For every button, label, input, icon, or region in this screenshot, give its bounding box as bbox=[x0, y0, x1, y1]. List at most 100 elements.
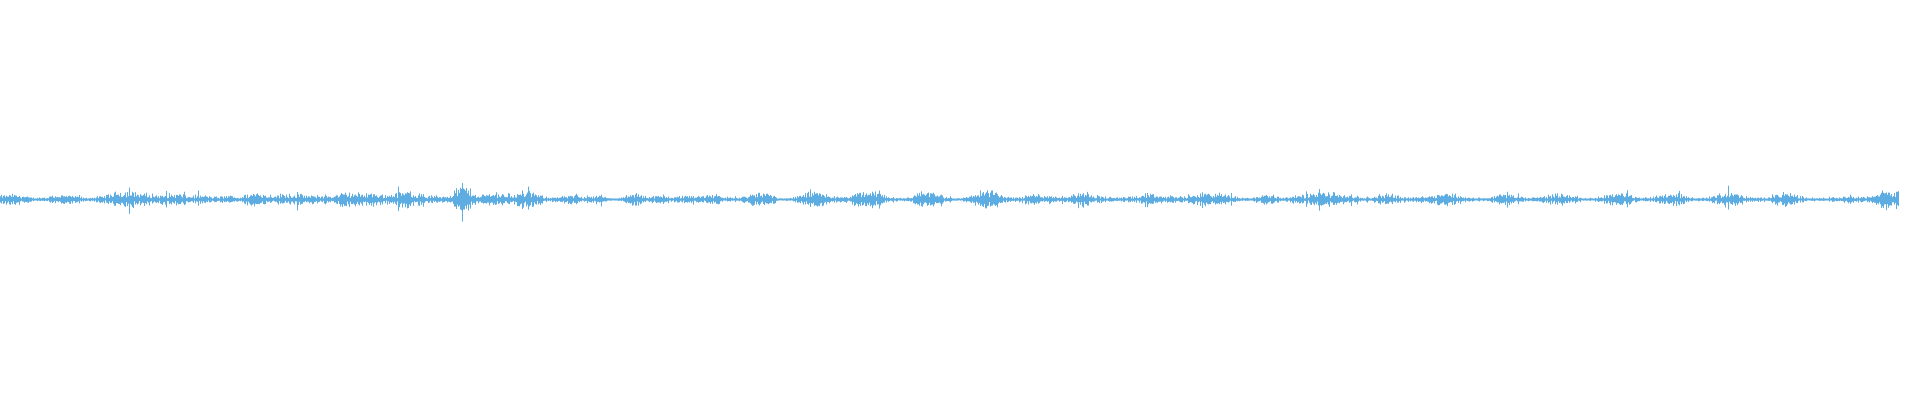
waveform-sample bbox=[1786, 194, 1787, 207]
waveform-sample bbox=[1024, 197, 1025, 201]
waveform-sample bbox=[1165, 196, 1166, 203]
waveform-sample bbox=[358, 192, 359, 205]
waveform-sample bbox=[756, 194, 757, 205]
waveform-sample bbox=[449, 197, 450, 202]
waveform-sample bbox=[525, 196, 526, 202]
waveform-sample bbox=[795, 196, 796, 203]
waveform-sample bbox=[1592, 198, 1593, 201]
waveform-sample bbox=[1738, 195, 1739, 204]
waveform-sample bbox=[1308, 197, 1309, 201]
waveform-sample bbox=[1795, 196, 1796, 202]
waveform-sample bbox=[101, 196, 102, 203]
waveform-sample bbox=[1829, 196, 1830, 202]
waveform-sample bbox=[676, 197, 677, 201]
waveform-sample bbox=[1270, 197, 1271, 202]
waveform-sample bbox=[215, 196, 216, 202]
waveform-sample bbox=[1705, 198, 1706, 201]
waveform-sample bbox=[841, 197, 842, 202]
waveform-sample bbox=[851, 197, 852, 202]
waveform-sample bbox=[155, 196, 156, 203]
waveform-sample bbox=[293, 196, 294, 203]
waveform-sample bbox=[996, 192, 997, 206]
waveform-sample bbox=[33, 197, 34, 202]
waveform-sample bbox=[1177, 198, 1178, 202]
waveform-sample bbox=[727, 196, 728, 202]
waveform-sample bbox=[281, 197, 282, 203]
waveform-sample bbox=[686, 196, 687, 203]
waveform-sample bbox=[1792, 195, 1793, 205]
waveform-sample bbox=[54, 197, 55, 201]
waveform-sample bbox=[688, 197, 689, 202]
waveform-sample bbox=[1166, 198, 1167, 201]
waveform-sample bbox=[644, 197, 645, 202]
waveform-sample bbox=[1673, 195, 1674, 206]
waveform-sample bbox=[1597, 198, 1598, 202]
waveform-sample bbox=[1701, 198, 1702, 201]
waveform-sample bbox=[66, 195, 67, 203]
waveform-sample bbox=[1229, 196, 1230, 202]
waveform-sample bbox=[1648, 198, 1649, 201]
waveform-sample bbox=[437, 196, 438, 203]
waveform-sample bbox=[1130, 196, 1131, 203]
waveform-sample bbox=[1876, 195, 1877, 205]
waveform-sample bbox=[421, 194, 422, 205]
waveform-sample bbox=[973, 195, 974, 203]
waveform-sample bbox=[1586, 198, 1587, 201]
waveform-sample bbox=[1771, 197, 1772, 202]
waveform-sample bbox=[1299, 196, 1300, 204]
waveform-sample bbox=[981, 195, 982, 205]
waveform-sample bbox=[918, 195, 919, 205]
waveform-sample bbox=[41, 198, 42, 201]
waveform-sample bbox=[1237, 196, 1238, 202]
waveform-sample bbox=[1896, 191, 1897, 210]
waveform-sample bbox=[635, 194, 636, 206]
waveform-sample bbox=[1356, 197, 1357, 203]
waveform-sample bbox=[900, 197, 901, 201]
waveform-sample bbox=[1157, 196, 1158, 203]
waveform-sample bbox=[1538, 198, 1539, 201]
waveform-sample bbox=[749, 196, 750, 203]
waveform-sample bbox=[1776, 194, 1777, 204]
waveform-sample bbox=[1282, 198, 1283, 201]
waveform-sample bbox=[1582, 198, 1583, 201]
waveform-sample bbox=[1150, 193, 1151, 204]
waveform-sample bbox=[1285, 197, 1286, 201]
waveform-sample bbox=[386, 197, 387, 201]
waveform-sample bbox=[535, 194, 536, 204]
waveform-sample bbox=[174, 195, 175, 204]
waveform-sample bbox=[980, 190, 981, 206]
waveform-sample bbox=[26, 197, 27, 202]
waveform-sample bbox=[928, 192, 929, 206]
waveform-sample bbox=[1217, 194, 1218, 204]
waveform-sample bbox=[446, 197, 447, 202]
waveform-sample bbox=[569, 196, 570, 204]
waveform-sample bbox=[1444, 195, 1445, 205]
waveform-sample bbox=[14, 194, 15, 204]
waveform-sample bbox=[12, 193, 13, 205]
waveform-sample bbox=[1697, 198, 1698, 201]
waveform-sample bbox=[1301, 197, 1302, 202]
waveform-sample bbox=[70, 196, 71, 204]
waveform-sample bbox=[572, 196, 573, 203]
waveform-sample bbox=[575, 195, 576, 203]
waveform-sample bbox=[1504, 195, 1505, 203]
waveform-sample bbox=[1401, 198, 1402, 201]
waveform-sample bbox=[1852, 198, 1853, 202]
waveform-sample bbox=[1773, 196, 1774, 202]
waveform-sample bbox=[1874, 196, 1875, 203]
waveform-sample bbox=[1528, 198, 1529, 202]
waveform-sample bbox=[1855, 198, 1856, 202]
waveform-sample bbox=[1768, 197, 1769, 201]
waveform-sample bbox=[1741, 195, 1742, 203]
waveform-sample bbox=[230, 195, 231, 203]
waveform-sample bbox=[562, 195, 563, 203]
waveform-sample bbox=[231, 196, 232, 202]
waveform-sample bbox=[228, 196, 229, 202]
waveform-sample bbox=[671, 197, 672, 202]
waveform-sample bbox=[1822, 198, 1823, 201]
waveform-sample bbox=[1378, 195, 1379, 204]
waveform-sample bbox=[1325, 196, 1326, 204]
waveform-sample bbox=[467, 193, 468, 205]
waveform-sample bbox=[1204, 194, 1205, 205]
